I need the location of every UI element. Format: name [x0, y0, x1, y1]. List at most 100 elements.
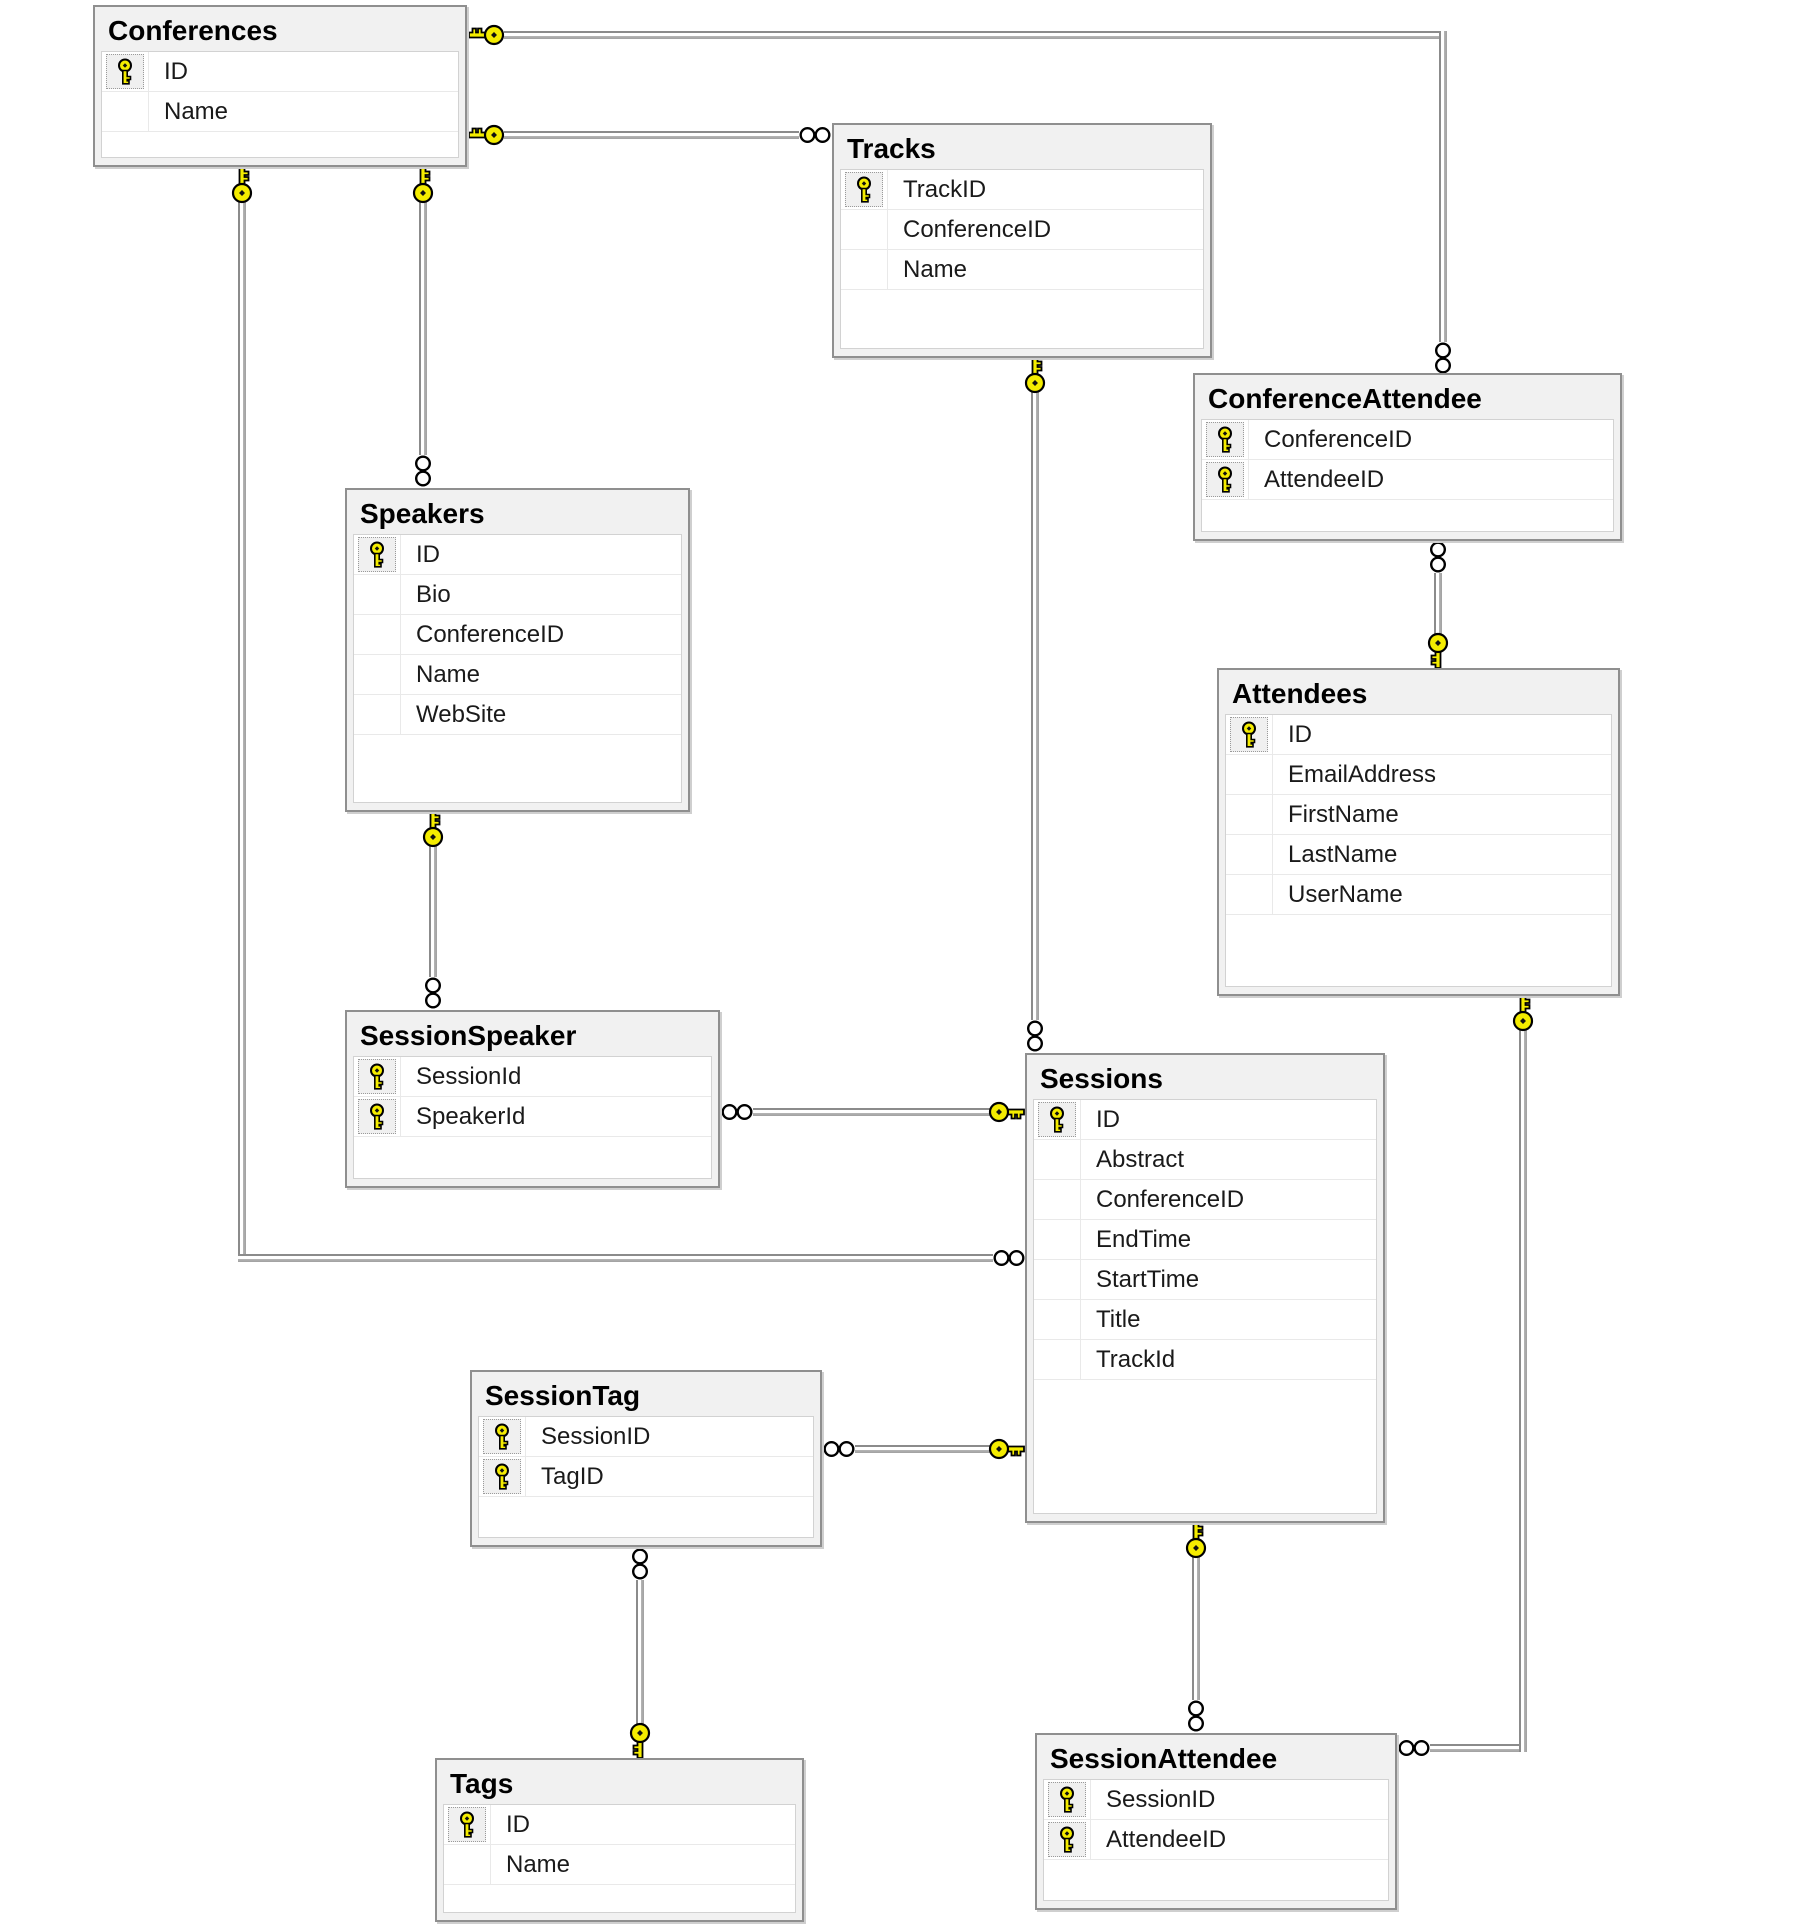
relationship-line-segment[interactable] — [1192, 1557, 1200, 1700]
many-side-infinity-icon[interactable] — [413, 454, 433, 488]
relationship-line-segment[interactable] — [504, 131, 799, 139]
one-side-key-icon[interactable] — [1022, 356, 1048, 394]
row-selector-cell — [1034, 1140, 1081, 1179]
field-row-WebSite[interactable]: WebSite — [354, 695, 681, 735]
field-row-EndTime[interactable]: EndTime — [1034, 1220, 1376, 1260]
field-name: ID — [1288, 720, 1312, 748]
relationship-line-segment[interactable] — [753, 1108, 990, 1116]
field-name: StartTime — [1096, 1265, 1200, 1293]
many-side-infinity-icon[interactable] — [1433, 341, 1453, 375]
relationship-line-segment[interactable] — [1031, 392, 1039, 1020]
one-side-key-icon[interactable] — [467, 122, 505, 148]
one-side-key-icon[interactable] — [988, 1436, 1026, 1462]
relationship-line-segment[interactable] — [636, 1580, 644, 1726]
field-row-TagID[interactable]: TagID — [479, 1457, 813, 1497]
field-row-ConferenceID[interactable]: ConferenceID — [1202, 420, 1613, 460]
field-row-Name[interactable]: Name — [444, 1845, 795, 1885]
field-row-ID[interactable]: ID — [354, 535, 681, 575]
relationship-line-segment[interactable] — [1439, 31, 1447, 342]
many-side-infinity-icon[interactable] — [1428, 540, 1448, 574]
primary-key-badge — [106, 54, 144, 89]
relationship-line-segment[interactable] — [238, 202, 246, 1262]
many-side-infinity-icon[interactable] — [423, 976, 443, 1010]
relationship-line-segment[interactable] — [855, 1445, 990, 1453]
field-row-UserName[interactable]: UserName — [1226, 875, 1611, 915]
one-side-key-icon[interactable] — [420, 810, 446, 848]
field-row-FirstName[interactable]: FirstName — [1226, 795, 1611, 835]
many-side-infinity-icon[interactable] — [720, 1102, 754, 1122]
many-side-infinity-icon[interactable] — [822, 1439, 856, 1459]
primary-key-cell — [841, 170, 888, 209]
field-row-SessionID[interactable]: SessionID — [1044, 1780, 1388, 1820]
field-row-ConferenceID[interactable]: ConferenceID — [841, 210, 1203, 250]
primary-key-cell — [1044, 1820, 1091, 1859]
many-side-infinity-icon[interactable] — [1186, 1699, 1206, 1733]
relationship-line-segment[interactable] — [1434, 573, 1442, 636]
field-row-ID[interactable]: ID — [1226, 715, 1611, 755]
one-side-key-icon[interactable] — [627, 1722, 653, 1760]
field-row-TrackID[interactable]: TrackID — [841, 170, 1203, 210]
row-selector-cell — [1034, 1340, 1081, 1379]
one-side-key-icon[interactable] — [229, 166, 255, 204]
one-side-key-icon[interactable] — [410, 166, 436, 204]
field-row-StartTime[interactable]: StartTime — [1034, 1260, 1376, 1300]
field-row-ConferenceID[interactable]: ConferenceID — [354, 615, 681, 655]
one-side-key-icon[interactable] — [988, 1099, 1026, 1125]
relationship-line-segment[interactable] — [429, 846, 437, 977]
field-name: Title — [1096, 1305, 1141, 1333]
field-row-ID[interactable]: ID — [1034, 1100, 1376, 1140]
field-row-Abstract[interactable]: Abstract — [1034, 1140, 1376, 1180]
many-side-infinity-icon[interactable] — [798, 125, 832, 145]
table-title: SessionSpeaker — [360, 1020, 577, 1051]
primary-key-cell — [102, 52, 149, 91]
field-row-SessionID[interactable]: SessionID — [479, 1417, 813, 1457]
field-row-Name[interactable]: Name — [354, 655, 681, 695]
field-row-AttendeeID[interactable]: AttendeeID — [1044, 1820, 1388, 1860]
many-side-infinity-icon[interactable] — [1025, 1019, 1045, 1053]
one-side-key-icon[interactable] — [467, 22, 505, 48]
field-row-Bio[interactable]: Bio — [354, 575, 681, 615]
one-side-key-icon[interactable] — [1425, 632, 1451, 670]
many-side-infinity-icon[interactable] — [992, 1248, 1026, 1268]
field-row-Name[interactable]: Name — [102, 92, 458, 132]
field-row-TrackId[interactable]: TrackId — [1034, 1340, 1376, 1380]
many-side-infinity-icon[interactable] — [630, 1547, 650, 1581]
row-selector-cell — [1226, 875, 1273, 914]
field-row-SessionId[interactable]: SessionId — [354, 1057, 711, 1097]
field-name: FirstName — [1288, 800, 1399, 828]
field-row-ID[interactable]: ID — [444, 1805, 795, 1845]
field-name: TrackId — [1096, 1345, 1176, 1373]
primary-key-cell — [1034, 1100, 1081, 1139]
field-row-SpeakerId[interactable]: SpeakerId — [354, 1097, 711, 1137]
table-title: ConferenceAttendee — [1208, 383, 1482, 414]
one-side-key-icon[interactable] — [1183, 1521, 1209, 1559]
many-side-infinity-icon[interactable] — [1397, 1738, 1431, 1758]
field-row-ID[interactable]: ID — [102, 52, 458, 92]
field-row-ConferenceID[interactable]: ConferenceID — [1034, 1180, 1376, 1220]
one-side-key-icon[interactable] — [1510, 994, 1536, 1032]
relationship-line-segment[interactable] — [1519, 1030, 1527, 1752]
primary-key-cell — [1202, 420, 1249, 459]
field-row-AttendeeID[interactable]: AttendeeID — [1202, 460, 1613, 500]
field-row-Title[interactable]: Title — [1034, 1300, 1376, 1340]
relationship-line-segment[interactable] — [419, 202, 427, 455]
relationship-line-segment[interactable] — [238, 1254, 993, 1262]
field-name: Abstract — [1096, 1145, 1185, 1173]
field-row-EmailAddress[interactable]: EmailAddress — [1226, 755, 1611, 795]
field-row-Name[interactable]: Name — [841, 250, 1203, 290]
relationship-line-segment[interactable] — [504, 31, 1447, 39]
relationship-line-segment[interactable] — [1430, 1744, 1519, 1752]
field-row-LastName[interactable]: LastName — [1226, 835, 1611, 875]
